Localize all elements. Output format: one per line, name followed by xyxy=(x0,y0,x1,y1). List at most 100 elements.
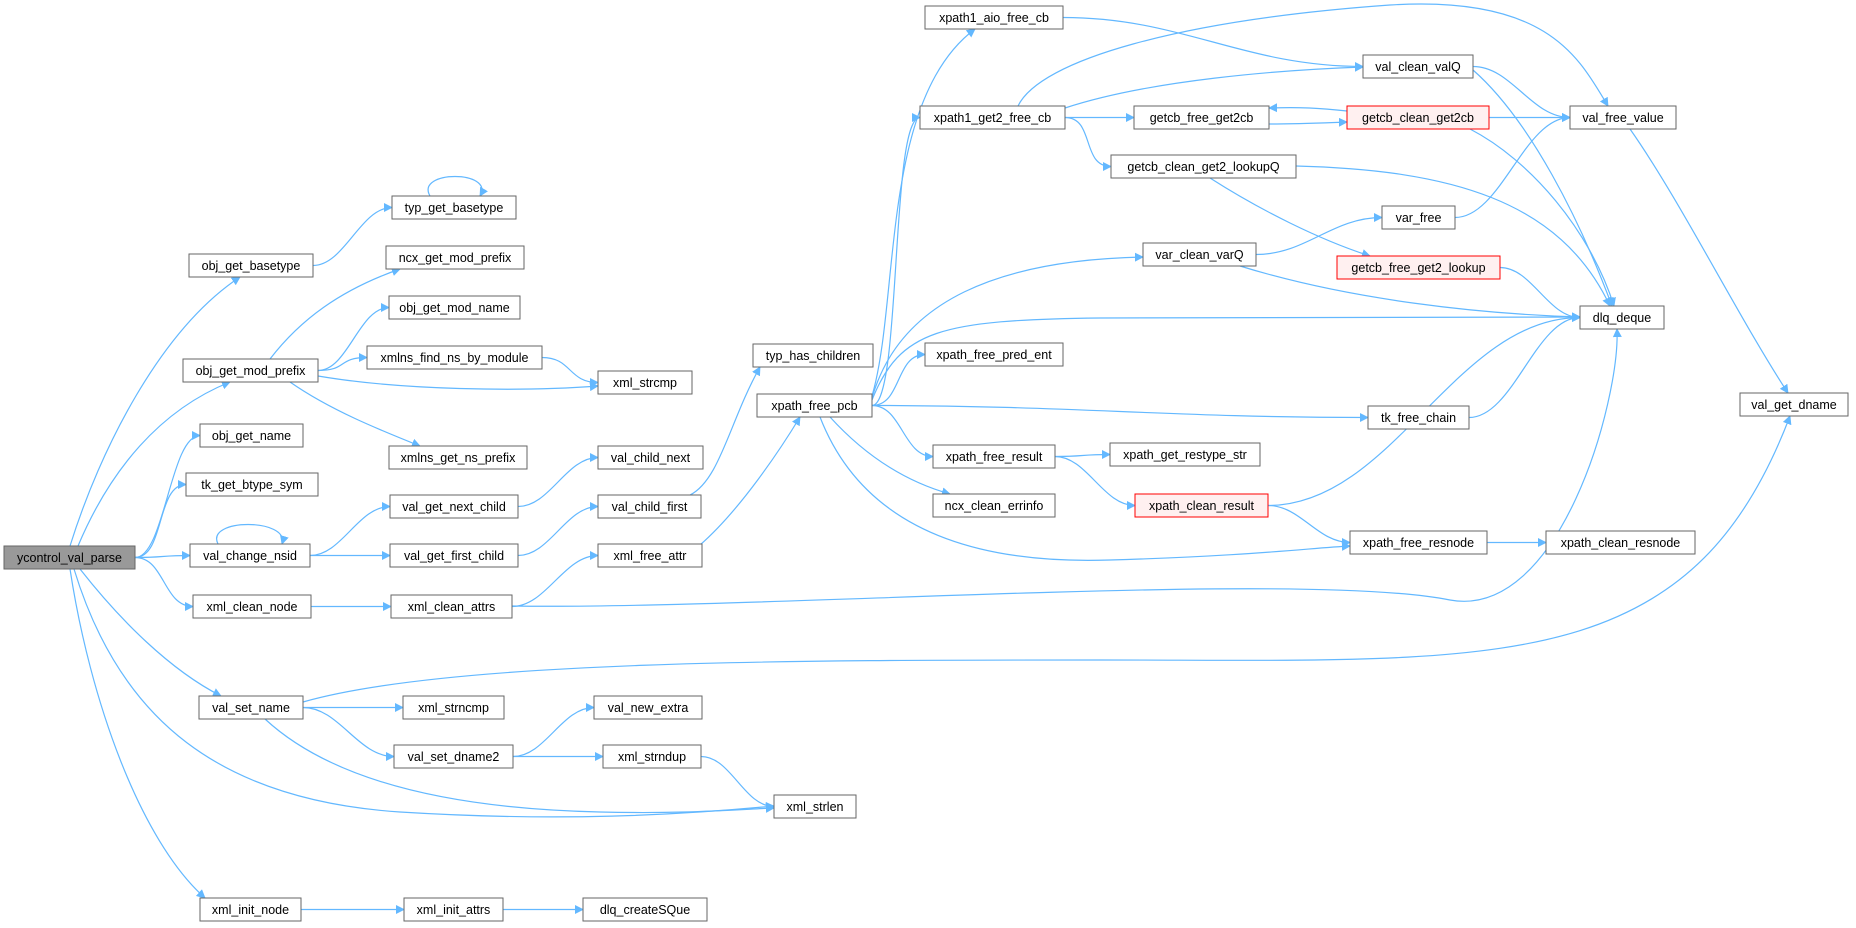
node-xmlns-find-ns-by-module[interactable]: xmlns_find_ns_by_module xyxy=(366,345,543,370)
node-box[interactable] xyxy=(602,744,702,769)
node-box[interactable] xyxy=(1579,305,1665,330)
node-box[interactable] xyxy=(1367,405,1470,430)
node-label[interactable]: xpath_free_result xyxy=(946,450,1043,464)
node-label[interactable]: tk_get_btype_sym xyxy=(201,478,302,492)
node-box[interactable] xyxy=(597,445,704,470)
node-box[interactable] xyxy=(1569,105,1677,130)
node-label[interactable]: val_child_first xyxy=(612,500,688,514)
node-val-child-next[interactable]: val_child_next xyxy=(597,445,704,470)
node-box[interactable] xyxy=(189,543,311,568)
node-label[interactable]: val_get_dname xyxy=(1751,398,1837,412)
node-label[interactable]: val_get_first_child xyxy=(404,549,504,563)
node-label[interactable]: ncx_clean_errinfo xyxy=(945,499,1044,513)
node-ncx-clean-errinfo[interactable]: ncx_clean_errinfo xyxy=(932,493,1056,518)
node-label[interactable]: xml_init_node xyxy=(212,903,289,917)
node-box[interactable] xyxy=(597,494,702,519)
node-dlq-createSQue[interactable]: dlq_createSQue xyxy=(582,897,708,922)
node-box[interactable] xyxy=(389,494,519,519)
node-label[interactable]: val_clean_valQ xyxy=(1375,60,1461,74)
node-box[interactable] xyxy=(932,444,1056,469)
node-obj-get-mod-prefix[interactable]: obj_get_mod_prefix xyxy=(182,358,319,383)
node-val-change-nsid[interactable]: val_change_nsid xyxy=(189,543,311,568)
node-box[interactable] xyxy=(1362,54,1474,79)
node-box[interactable] xyxy=(593,695,703,720)
node-getcb-free-get2-lookup[interactable]: getcb_free_get2_lookup xyxy=(1336,255,1501,280)
node-label[interactable]: val_child_next xyxy=(611,451,691,465)
node-label[interactable]: xpath_free_pred_ent xyxy=(936,348,1052,362)
node-label[interactable]: dlq_deque xyxy=(1593,311,1651,325)
node-label[interactable]: xml_strndup xyxy=(618,750,686,764)
node-label[interactable]: val_set_dname2 xyxy=(408,750,500,764)
node-xpath-clean-result[interactable]: xpath_clean_result xyxy=(1134,493,1269,518)
node-label[interactable]: val_change_nsid xyxy=(203,549,297,563)
node-box[interactable] xyxy=(1739,392,1849,417)
node-label[interactable]: xpath_free_resnode xyxy=(1363,536,1474,550)
node-val-get-next-child[interactable]: val_get_next_child xyxy=(389,494,519,519)
node-xml-init-node[interactable]: xml_init_node xyxy=(199,897,302,922)
node-label[interactable]: obj_get_mod_name xyxy=(399,301,510,315)
node-xpath1-get2-free-cb[interactable]: xpath1_get2_free_cb xyxy=(919,105,1066,130)
node-ycontrol-val-parse[interactable]: ycontrol_val_parse xyxy=(3,545,136,570)
node-box[interactable] xyxy=(188,253,314,278)
node-box[interactable] xyxy=(1142,242,1257,267)
node-xpath1-aio-free-cb[interactable]: xpath1_aio_free_cb xyxy=(924,5,1064,30)
node-xml-clean-attrs[interactable]: xml_clean_attrs xyxy=(390,594,513,619)
node-box[interactable] xyxy=(389,543,519,568)
node-box[interactable] xyxy=(1110,154,1297,179)
node-box[interactable] xyxy=(391,195,517,220)
node-label[interactable]: obj_get_mod_prefix xyxy=(196,364,307,378)
node-label[interactable]: getcb_clean_get2_lookupQ xyxy=(1127,160,1279,174)
node-box[interactable] xyxy=(199,897,302,922)
node-label[interactable]: xml_clean_attrs xyxy=(408,600,496,614)
node-box[interactable] xyxy=(390,594,513,619)
node-label[interactable]: typ_get_basetype xyxy=(405,201,504,215)
node-box[interactable] xyxy=(1381,205,1456,230)
node-val-get-dname[interactable]: val_get_dname xyxy=(1739,392,1849,417)
node-label[interactable]: dlq_createSQue xyxy=(600,903,690,917)
node-label[interactable]: xpath_clean_result xyxy=(1149,499,1254,513)
node-box[interactable] xyxy=(1133,105,1270,130)
node-label[interactable]: xml_strcmp xyxy=(613,376,677,390)
node-val-set-name[interactable]: val_set_name xyxy=(198,695,304,720)
node-label[interactable]: val_free_value xyxy=(1582,111,1663,125)
node-box[interactable] xyxy=(597,370,693,395)
node-label[interactable]: xpath_free_pcb xyxy=(771,399,857,413)
node-xpath-free-pred-ent[interactable]: xpath_free_pred_ent xyxy=(924,342,1064,367)
node-box[interactable] xyxy=(198,695,304,720)
node-ncx-get-mod-prefix[interactable]: ncx_get_mod_prefix xyxy=(385,245,525,270)
node-label[interactable]: getcb_free_get2_lookup xyxy=(1351,261,1485,275)
node-label[interactable]: xpath_clean_resnode xyxy=(1561,536,1681,550)
node-box[interactable] xyxy=(932,493,1056,518)
node-xpath-get-restype-str[interactable]: xpath_get_restype_str xyxy=(1109,442,1261,467)
node-label[interactable]: xpath1_get2_free_cb xyxy=(934,111,1052,125)
node-xpath-free-resnode[interactable]: xpath_free_resnode xyxy=(1349,530,1488,555)
node-box[interactable] xyxy=(1336,255,1501,280)
node-box[interactable] xyxy=(1346,105,1490,130)
node-val-clean-valQ[interactable]: val_clean_valQ xyxy=(1362,54,1474,79)
node-tk-get-btype-sym[interactable]: tk_get_btype_sym xyxy=(185,472,319,497)
node-xml-init-attrs[interactable]: xml_init_attrs xyxy=(403,897,504,922)
node-obj-get-mod-name[interactable]: obj_get_mod_name xyxy=(388,295,521,320)
node-box[interactable] xyxy=(385,245,525,270)
node-box[interactable] xyxy=(756,393,873,418)
node-xml-strcmp[interactable]: xml_strcmp xyxy=(597,370,693,395)
node-box[interactable] xyxy=(388,445,528,470)
node-box[interactable] xyxy=(403,897,504,922)
node-val-set-dname2[interactable]: val_set_dname2 xyxy=(393,744,514,769)
node-box[interactable] xyxy=(199,423,304,448)
node-box[interactable] xyxy=(1349,530,1488,555)
node-label[interactable]: xml_init_attrs xyxy=(417,903,491,917)
node-label[interactable]: obj_get_name xyxy=(212,429,291,443)
node-xml-clean-node[interactable]: xml_clean_node xyxy=(192,594,312,619)
node-box[interactable] xyxy=(182,358,319,383)
node-label[interactable]: xmlns_get_ns_prefix xyxy=(401,451,516,465)
node-xml-free-attr[interactable]: xml_free_attr xyxy=(597,543,703,568)
node-xpath-clean-resnode[interactable]: xpath_clean_resnode xyxy=(1545,530,1696,555)
node-label[interactable]: tk_free_chain xyxy=(1381,411,1456,425)
node-var-clean-varQ[interactable]: var_clean_varQ xyxy=(1142,242,1257,267)
node-box[interactable] xyxy=(597,543,703,568)
node-label[interactable]: xmlns_find_ns_by_module xyxy=(380,351,528,365)
node-box[interactable] xyxy=(192,594,312,619)
node-label[interactable]: xml_free_attr xyxy=(614,549,687,563)
node-label[interactable]: getcb_free_get2cb xyxy=(1150,111,1254,125)
